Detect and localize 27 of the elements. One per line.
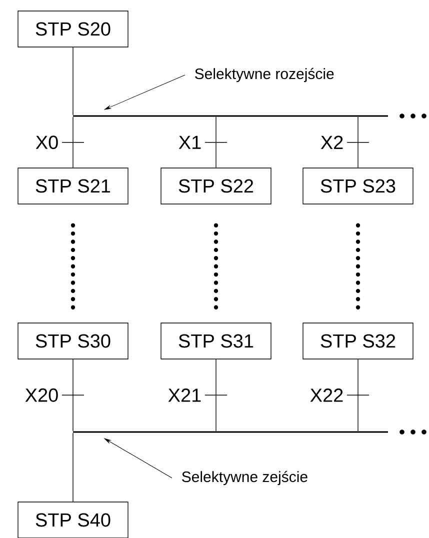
step-box: STP S30 [18,322,128,360]
callout-text: Selektywne rozejście [195,68,334,82]
connector-line [72,359,74,432]
transition-label: X2 [320,136,343,149]
leader-line [104,74,186,110]
step-box: STP S32 [302,322,414,360]
transition-label: X22 [310,388,343,402]
step-box: STP S22 [160,168,272,204]
transition-label: X20 [25,388,58,402]
step-box: STP S20 [18,10,128,48]
transition-label: X21 [168,388,201,402]
step-box: STP S40 [18,502,128,538]
branch-line [73,431,388,433]
dotted-connector [214,223,218,311]
dotted-connector [356,223,360,311]
step-box: STP S31 [160,322,272,360]
step-box: STP S21 [18,168,128,204]
transition-label: X0 [36,136,58,150]
step-box: STP S23 [302,168,414,204]
connector-line [72,116,74,168]
transition-label: X1 [178,136,201,149]
connector-line [72,47,74,116]
dotted-connector [70,223,76,311]
connector-line [72,432,74,502]
leader-line [104,438,172,478]
branch-line [73,115,388,117]
callout-text: Selektywne zejście [182,470,308,486]
